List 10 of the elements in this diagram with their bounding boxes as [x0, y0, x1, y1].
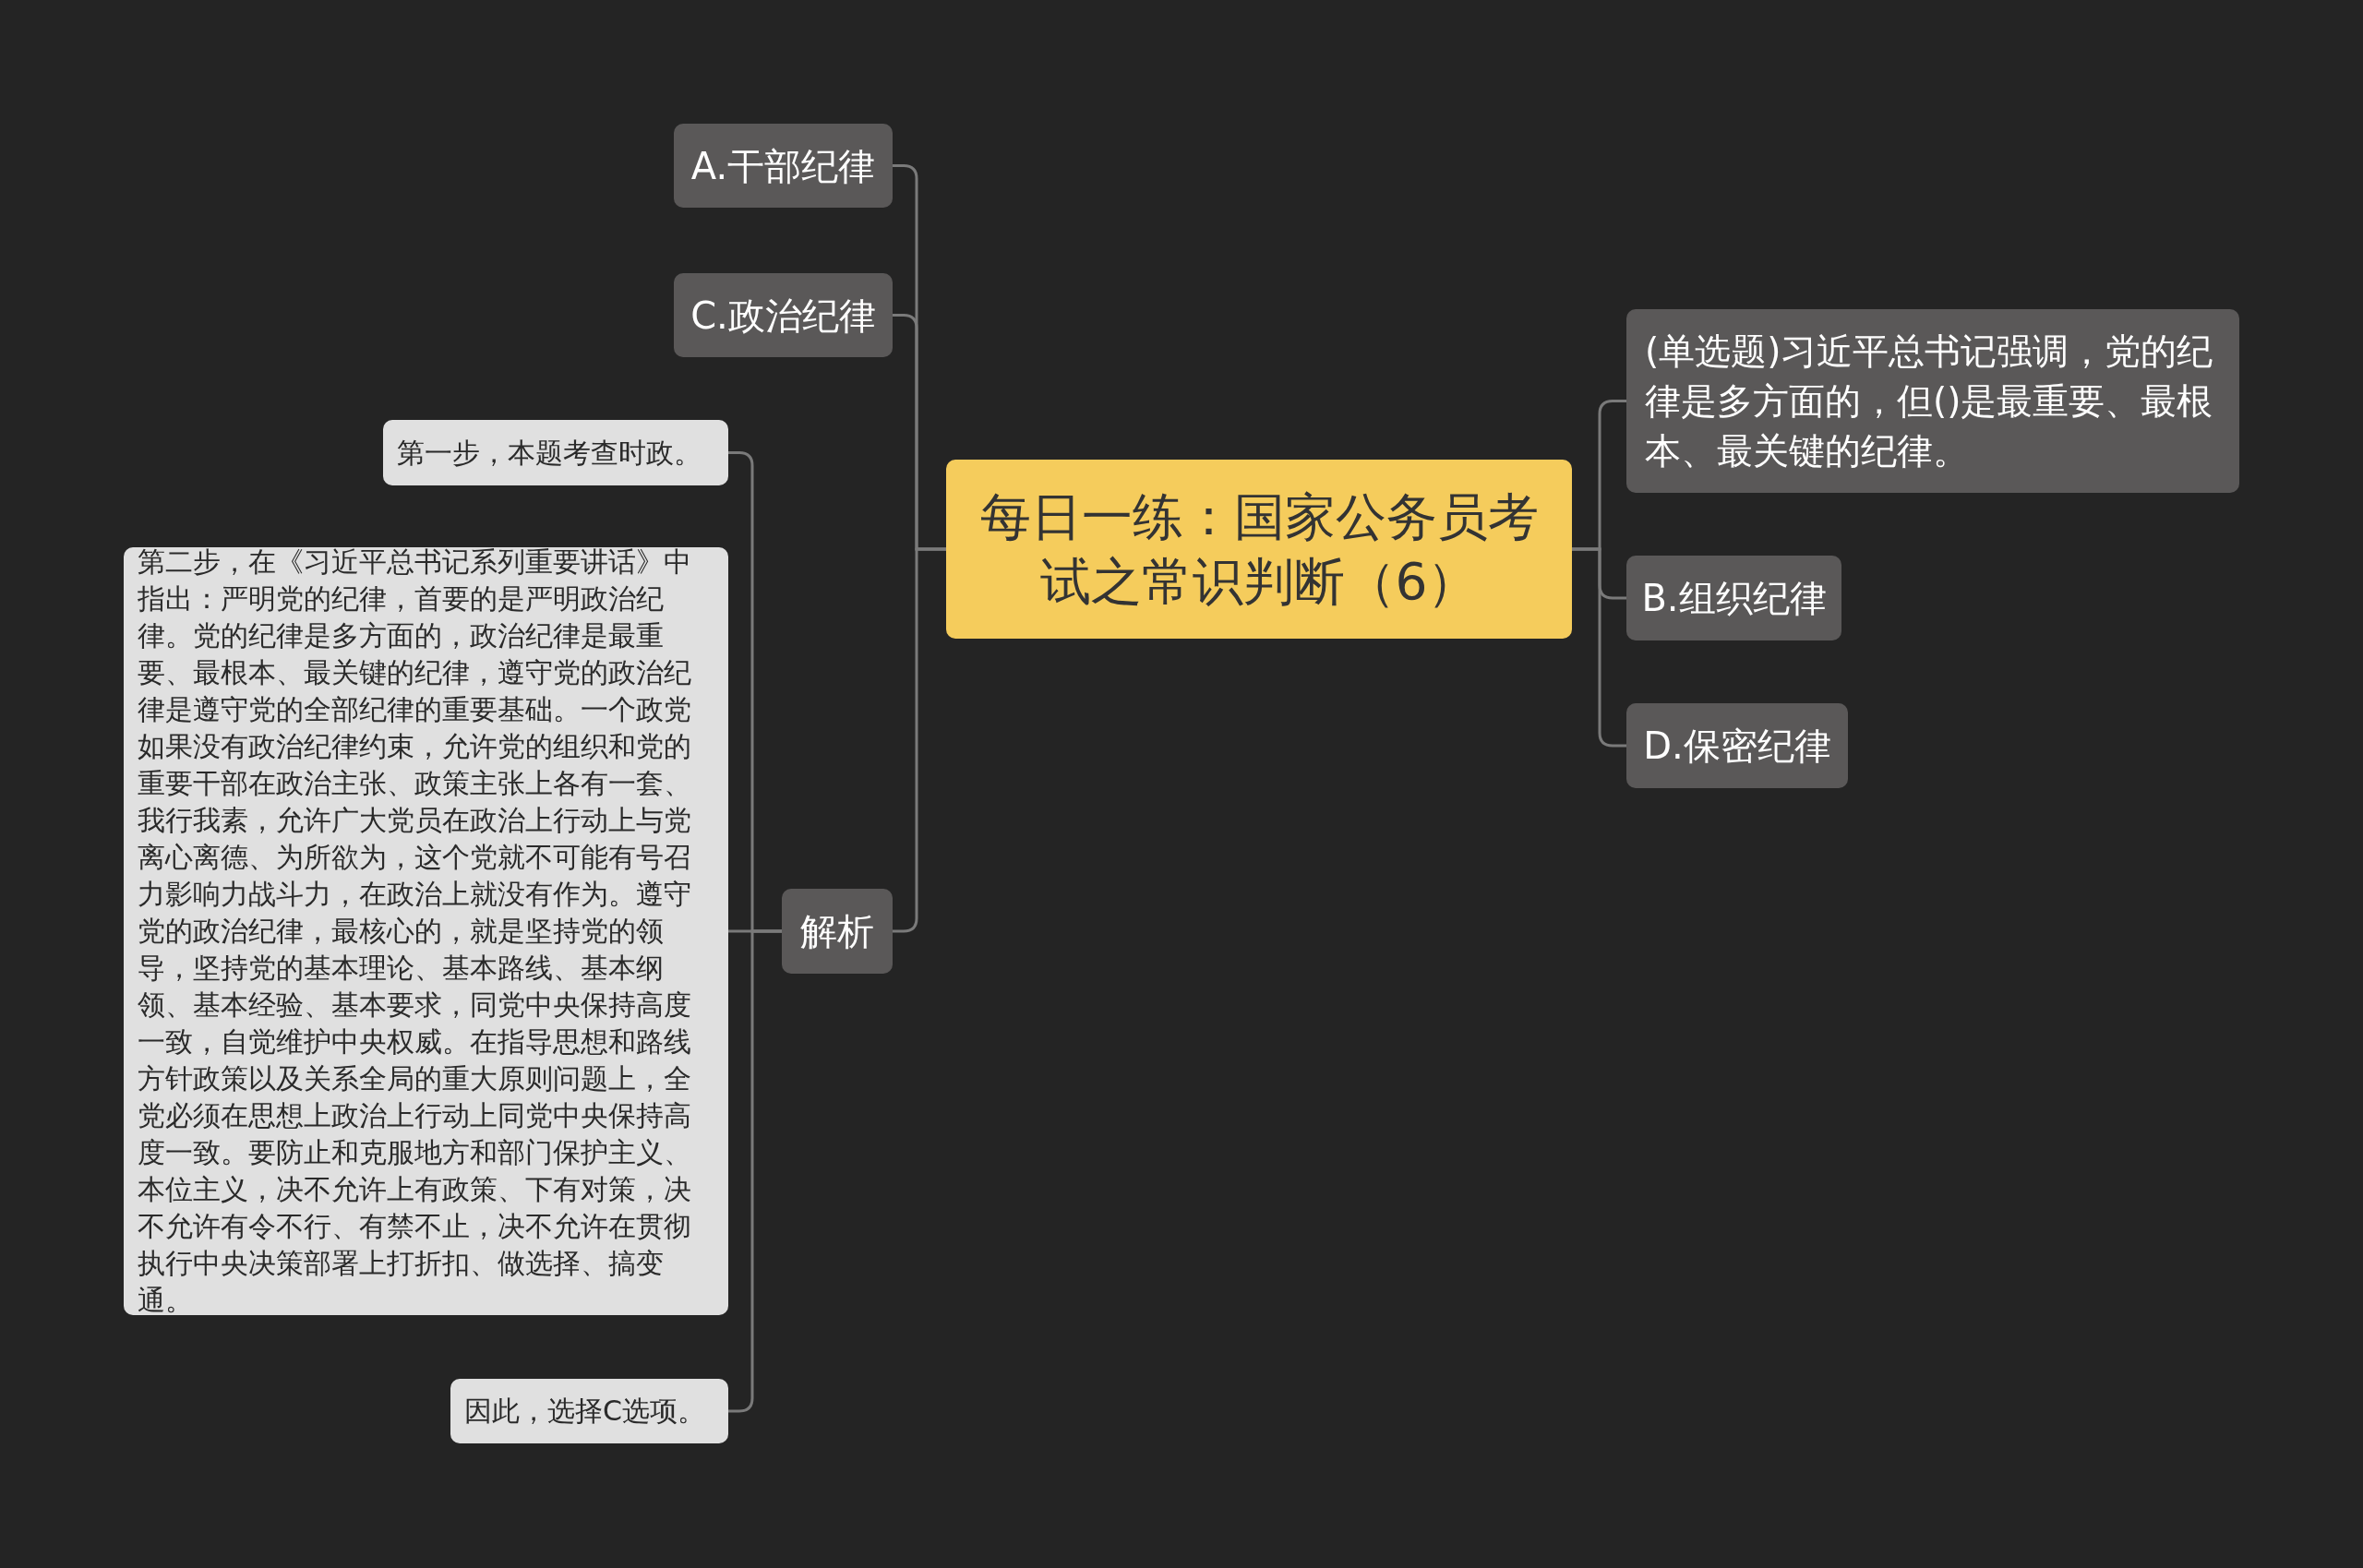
option-box: D.保密纪律 [1626, 703, 1848, 788]
option-box: B.组织纪律 [1626, 556, 1841, 640]
central-topic-box: 每日一练：国家公务员考试之常识判断（6） [946, 460, 1572, 639]
option-box: A.干部纪律 [674, 124, 893, 208]
analysis-box: 解析 [782, 889, 893, 974]
question-box: (单选题)习近平总书记强调，党的纪律是多方面的，但()是最重要、最根本、最关键的纪律。 [1626, 309, 2239, 493]
note-box: 第二步，在《习近平总书记系列重要讲话》中指出：严明党的纪律，首要的是严明政治纪律。党的纪律是多方面的，政治纪律是最重要、最根本、最关键的纪律，遵守党的政治纪律是遵守党的全部纪律的重要基础。一个政党如果没有政治纪律约束，允许党的组织和党的重要干部在政治主张、政策主张上各有一套、我行我素，允许广大党员在政治上行动上与党离心离德、为所欲为，这个党就不可能有号召力影响力战斗力，在政治上就没有作为。遵守党的政治纪律，最核心的，就是坚持党的领导，坚持党的基本理论、基本路线、基本纲领、基本经验、基本要求，同党中央保持高度一致，自觉维护中央权威。在指导思想和路线方针政策以及关系全局的重大原则问题上，全党必须在思想上政治上行动上同党中央保持高度一致。要防止和克服地方和部门保护主义、本位主义，决不允许上有政策、下有对策，决不允许有令不行、有禁不止，决不允许在贯彻执行中央决策部署上打折扣、做选择、搞变通。 [124, 547, 728, 1315]
option-box: C.政治纪律 [674, 273, 893, 357]
note-box: 第一步，本题考查时政。 [383, 420, 728, 485]
note-box: 因此，选择C选项。 [450, 1379, 728, 1443]
